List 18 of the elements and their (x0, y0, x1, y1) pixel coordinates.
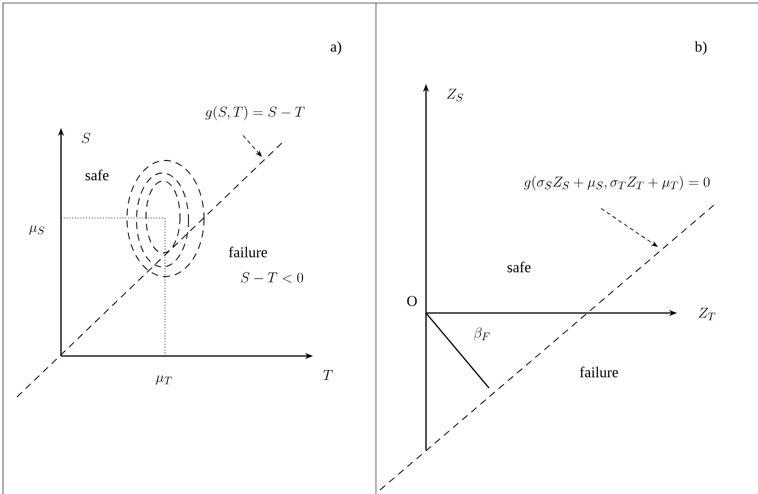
origin-label: O (407, 296, 417, 306)
region-label: safe (508, 262, 531, 272)
panel-label: a) (330, 41, 342, 55)
axis-value-label: $\mu_S$ (29, 225, 44, 235)
region-label: safe (86, 170, 109, 180)
axis-label: $Z_T$ (698, 308, 716, 320)
axis-label: $T$ (323, 370, 333, 380)
angle-label: $\beta_F$ (474, 327, 490, 340)
leader-arrow (242, 135, 262, 157)
panel-label: b) (694, 41, 707, 55)
axis-label: $S$ (82, 132, 90, 144)
formula-label: $g(\sigma_S Z_S + \mu_S, \sigma_T Z_T + \mu_T) = 0$ (524, 176, 710, 190)
formula-label: $S - T < 0$ (241, 272, 304, 283)
region-label: failure (228, 246, 268, 258)
formula-label: $g(S,T) = S - T$ (205, 106, 305, 120)
region-label: failure (580, 366, 618, 378)
axis-value-label: $\mu_T$ (156, 375, 172, 385)
axis-label: $Z_S$ (447, 88, 463, 102)
